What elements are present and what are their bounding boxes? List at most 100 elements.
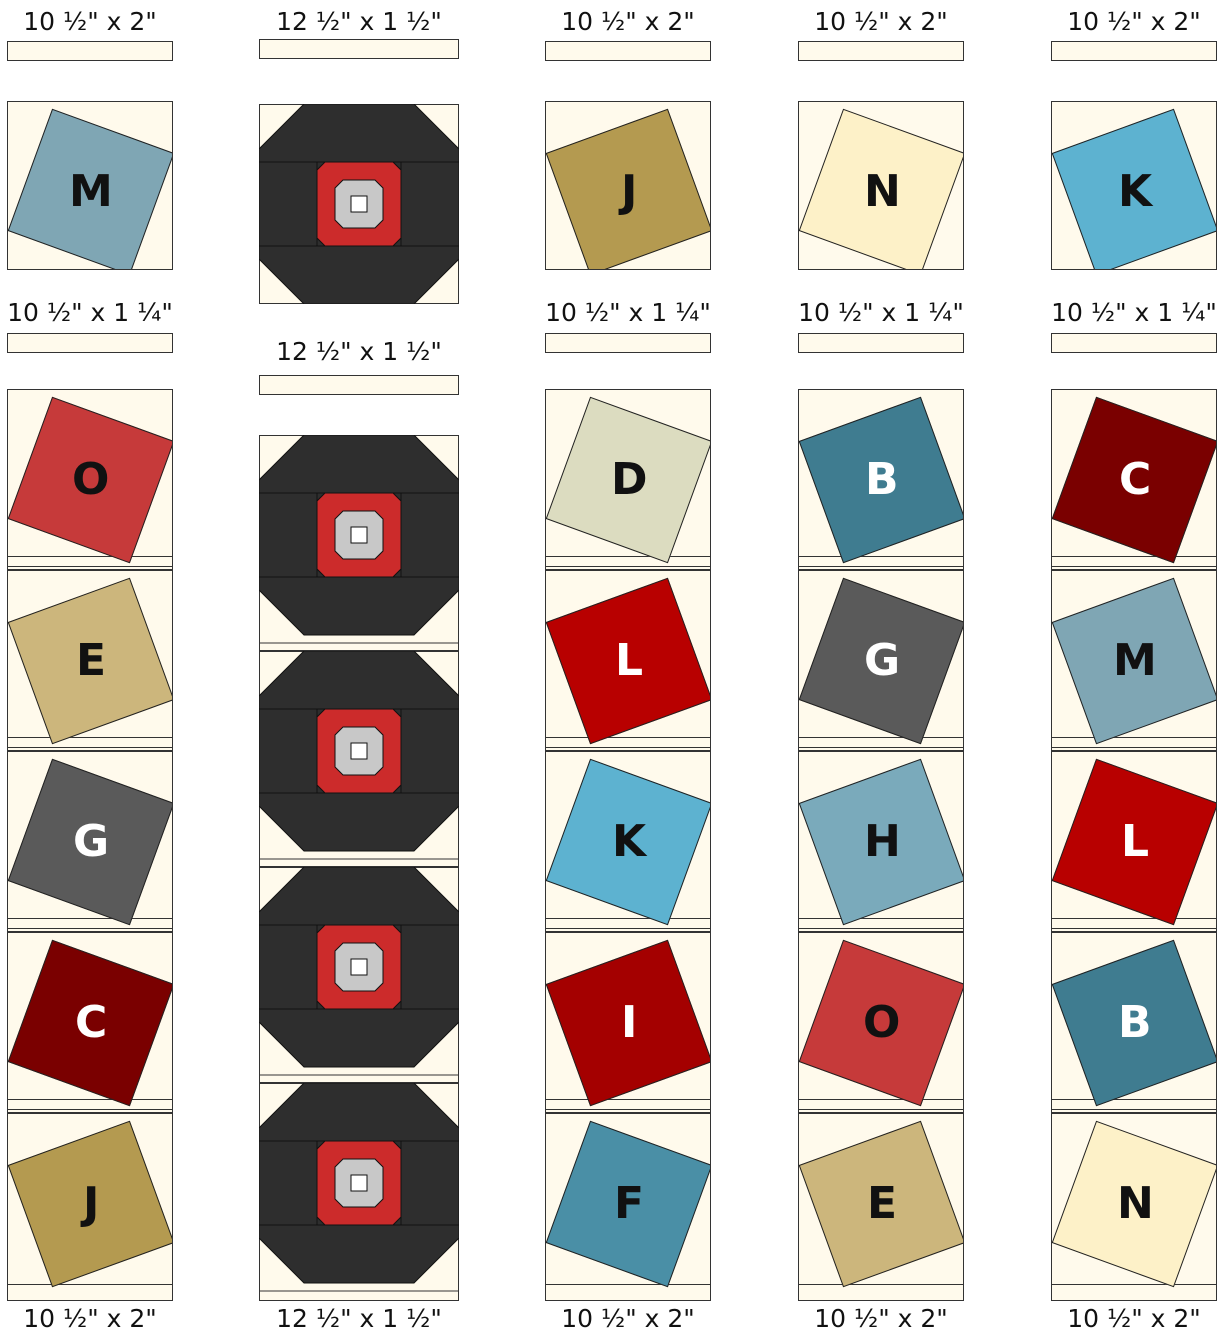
top-strip-label: 12 ½" x 1 ½" <box>276 8 442 36</box>
block-letter: N <box>864 170 901 214</box>
top-letter-block: N <box>798 101 964 270</box>
block-letter: K <box>612 820 646 864</box>
seam-line <box>8 928 172 929</box>
block-letter: K <box>1118 170 1152 214</box>
seam-line <box>546 1109 710 1110</box>
block-letter: C <box>75 1001 107 1045</box>
block-letter: M <box>69 170 113 214</box>
top-strip <box>545 41 711 61</box>
tilted-square: C <box>8 940 173 1107</box>
tilted-square: L <box>546 578 711 745</box>
letter-block-c: C <box>7 932 173 1113</box>
seam-line <box>1052 1284 1216 1285</box>
tilted-square: K <box>546 759 711 926</box>
seam-line <box>546 1099 710 1100</box>
tilted-square: G <box>8 759 173 926</box>
top-strip-label: 10 ½" x 2" <box>23 8 157 36</box>
block-letter: C <box>1119 458 1151 502</box>
middle-strip <box>7 333 173 353</box>
seam-line <box>8 1099 172 1100</box>
seam-line <box>1052 918 1216 919</box>
spool-hole <box>351 959 367 975</box>
block-letter: B <box>865 458 899 502</box>
letter-block-i: I <box>545 932 711 1113</box>
tilted-square: F <box>546 1121 711 1288</box>
spool-block <box>259 867 459 1083</box>
seam-line <box>799 1284 963 1285</box>
spool-hole <box>351 743 367 759</box>
letter-block-e: E <box>7 570 173 751</box>
seam-line <box>1052 1099 1216 1100</box>
middle-strip-label: 10 ½" x 1 ¼" <box>798 299 964 327</box>
spool-hole <box>351 1175 367 1191</box>
tilted-square: D <box>546 397 711 564</box>
top-strip <box>7 41 173 61</box>
seam-line <box>546 556 710 557</box>
seam-line <box>799 1109 963 1110</box>
seam-line <box>799 737 963 738</box>
spool-block <box>259 1083 459 1301</box>
top-letter-block: M <box>7 101 173 270</box>
top-strip-label: 10 ½" x 2" <box>561 8 695 36</box>
tilted-square: M <box>8 109 173 270</box>
seam-line <box>546 566 710 567</box>
letter-block-d: D <box>545 389 711 570</box>
letter-block-l: L <box>545 570 711 751</box>
letter-block-k: K <box>545 751 711 932</box>
tilted-square: N <box>799 109 964 270</box>
seam-line <box>799 556 963 557</box>
letter-block-g: G <box>798 570 964 751</box>
middle-strip-label: 10 ½" x 1 ¼" <box>7 299 173 327</box>
tilted-square: O <box>799 940 964 1107</box>
block-letter: J <box>621 170 637 214</box>
tilted-square: I <box>546 940 711 1107</box>
block-letter: G <box>73 820 109 864</box>
tilted-square: K <box>1052 109 1217 270</box>
bottom-strip-label: 10 ½" x 2" <box>1067 1305 1201 1333</box>
tilted-square: B <box>1052 940 1217 1107</box>
block-letter: O <box>72 458 109 502</box>
top-letter-block: J <box>545 101 711 270</box>
seam-line <box>8 918 172 919</box>
tilted-square: M <box>1052 578 1217 745</box>
middle-strip-label: 10 ½" x 1 ¼" <box>1051 299 1217 327</box>
tilted-square: E <box>8 578 173 745</box>
tilted-square: N <box>1052 1121 1217 1288</box>
letter-block-b: B <box>798 389 964 570</box>
seam-line <box>1052 928 1216 929</box>
block-letter: M <box>1113 639 1157 683</box>
seam-line <box>799 747 963 748</box>
seam-line <box>799 566 963 567</box>
seam-line <box>8 566 172 567</box>
block-letter: D <box>611 458 648 502</box>
tilted-square: G <box>799 578 964 745</box>
letter-block-h: H <box>798 751 964 932</box>
block-letter: L <box>1121 820 1149 864</box>
tilted-square: H <box>799 759 964 926</box>
tilted-square: E <box>799 1121 964 1288</box>
spool-hole <box>351 196 367 212</box>
letter-block-o: O <box>7 389 173 570</box>
middle-strip <box>1051 333 1217 353</box>
top-strip-label: 10 ½" x 2" <box>1067 8 1201 36</box>
letter-block-f: F <box>545 1113 711 1301</box>
top-strip <box>1051 41 1217 61</box>
spool-block <box>259 435 459 651</box>
seam-line <box>1052 737 1216 738</box>
middle-strip <box>259 375 459 395</box>
block-letter: O <box>863 1001 900 1045</box>
block-letter: E <box>867 1182 897 1226</box>
tilted-square: O <box>8 397 173 564</box>
seam-line <box>1052 1109 1216 1110</box>
block-letter: I <box>621 1001 637 1045</box>
seam-line <box>1052 747 1216 748</box>
block-letter: J <box>83 1182 99 1226</box>
tilted-square: J <box>546 109 711 270</box>
letter-block-e: E <box>798 1113 964 1301</box>
seam-line <box>546 1284 710 1285</box>
middle-strip <box>545 333 711 353</box>
letter-block-c: C <box>1051 389 1217 570</box>
seam-line <box>799 918 963 919</box>
block-letter: L <box>615 639 643 683</box>
